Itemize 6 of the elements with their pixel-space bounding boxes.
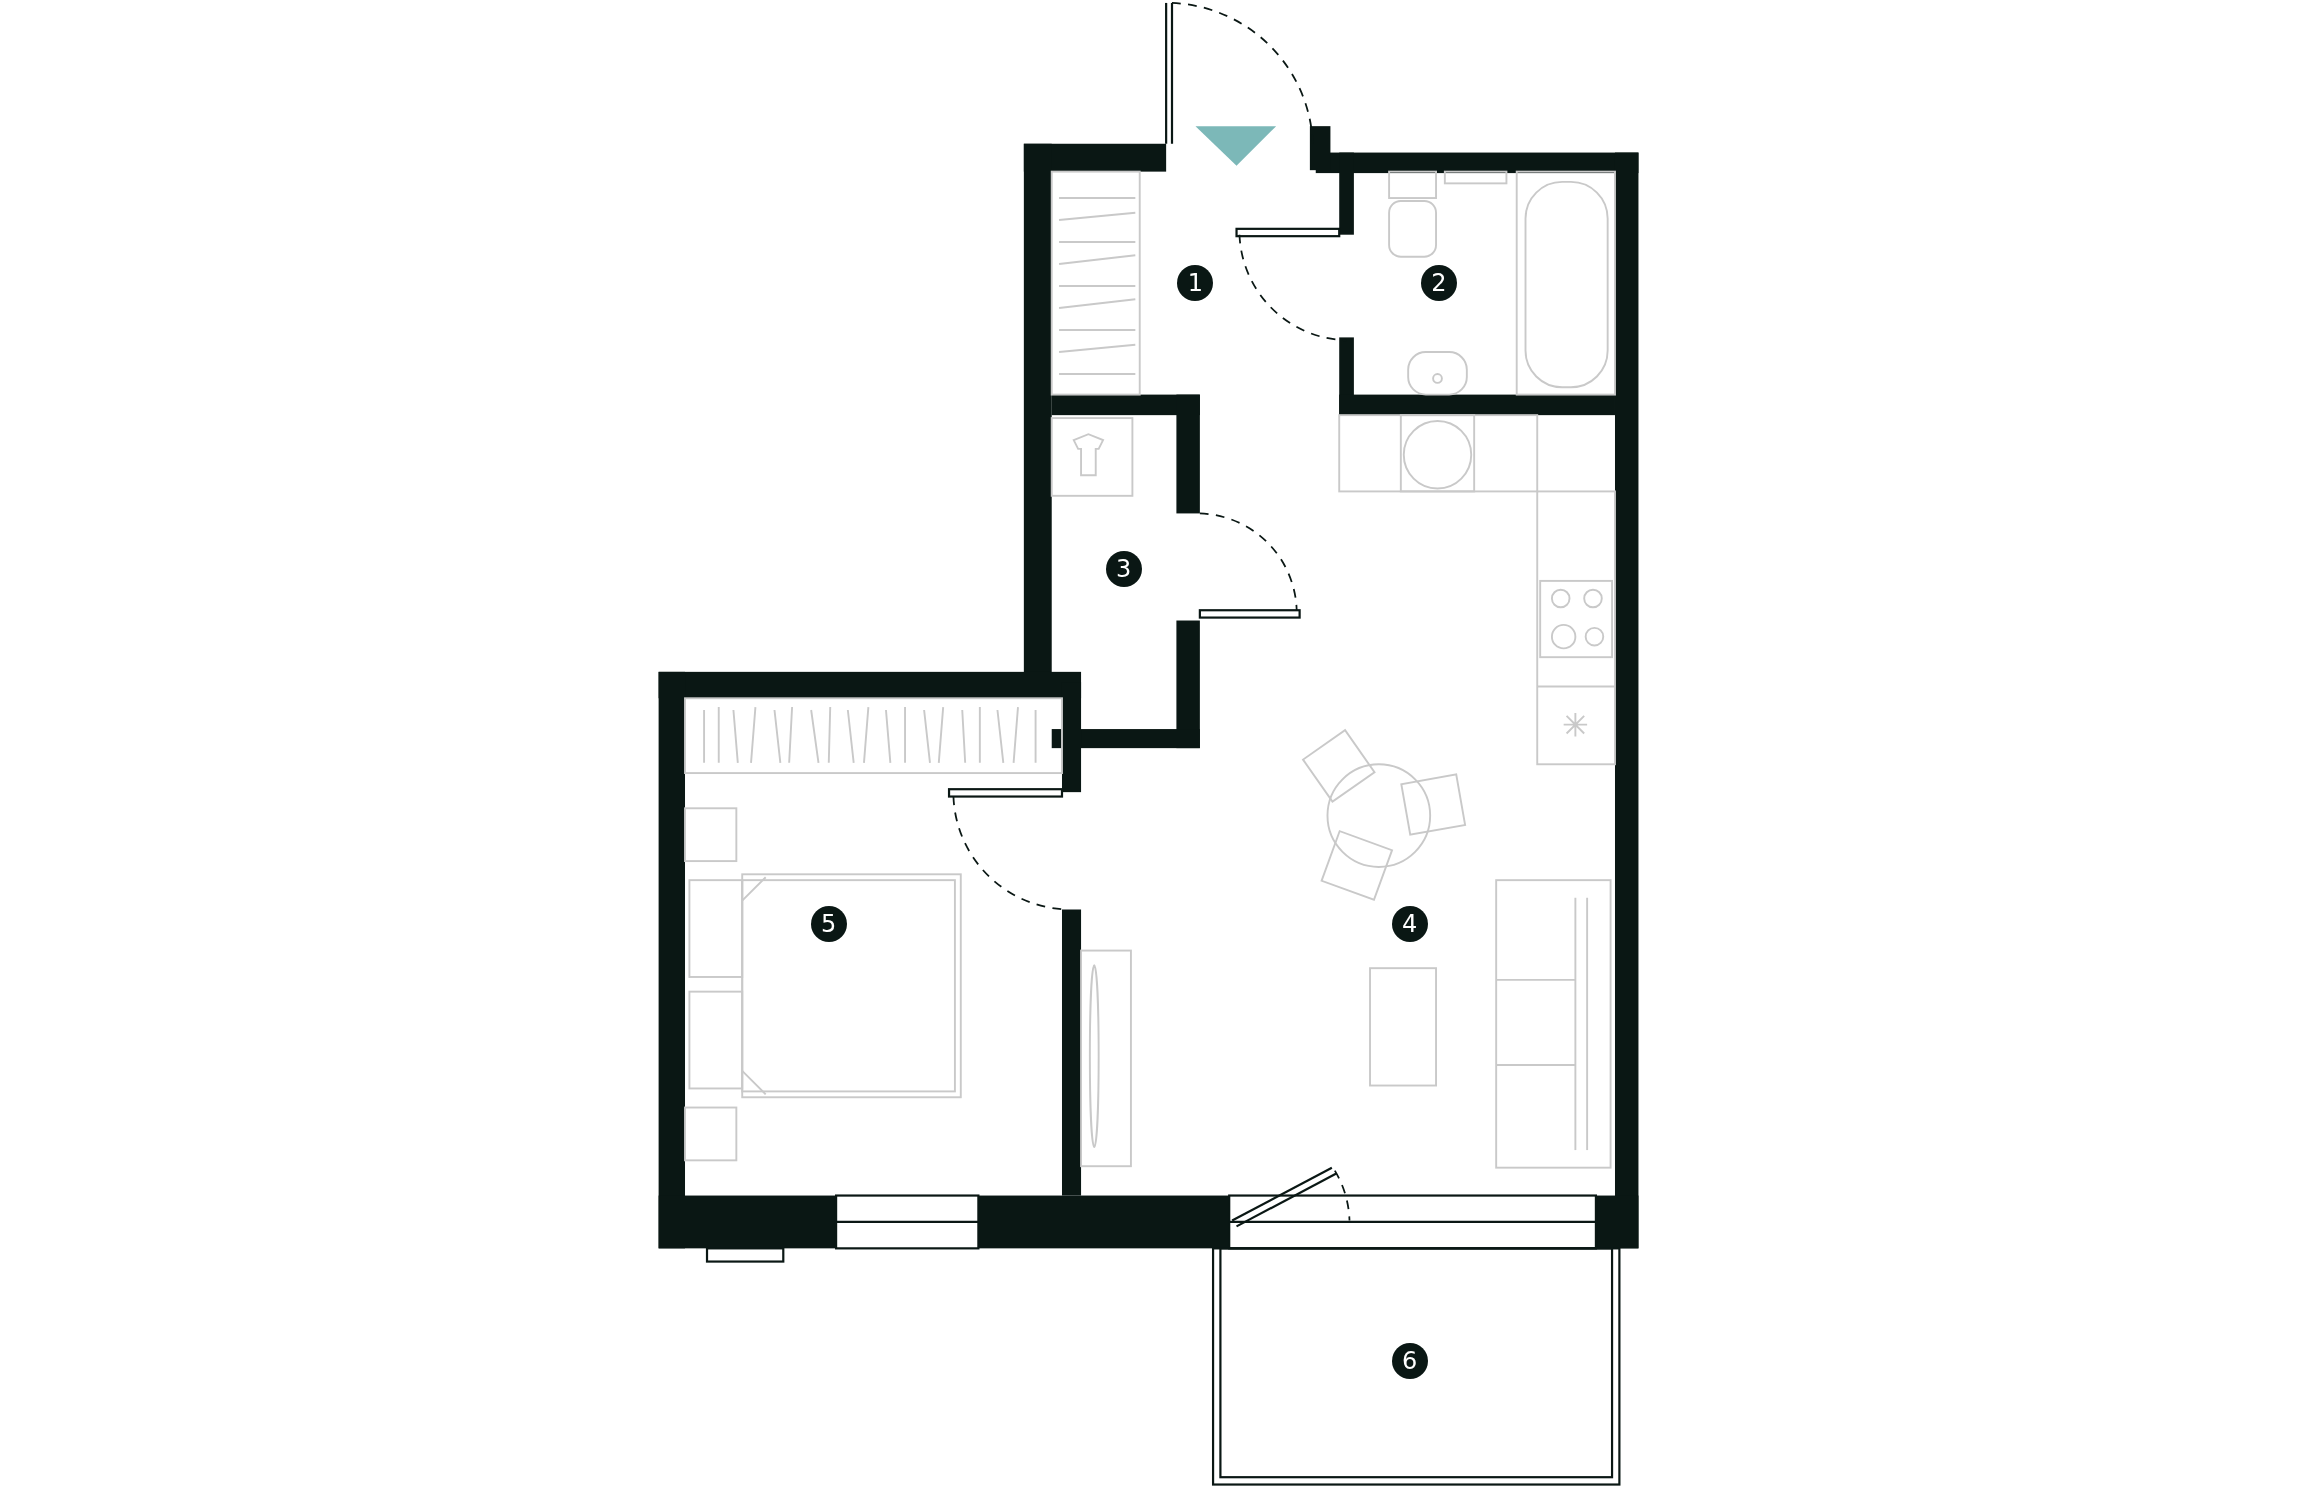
- callout-number: 6: [1391, 1343, 1428, 1380]
- callout-number: 3: [1105, 551, 1142, 588]
- callout-number: 2: [1420, 265, 1457, 302]
- callout-number: 4: [1391, 906, 1428, 943]
- callout-number: 5: [810, 906, 847, 943]
- callout-number: 1: [1177, 265, 1214, 302]
